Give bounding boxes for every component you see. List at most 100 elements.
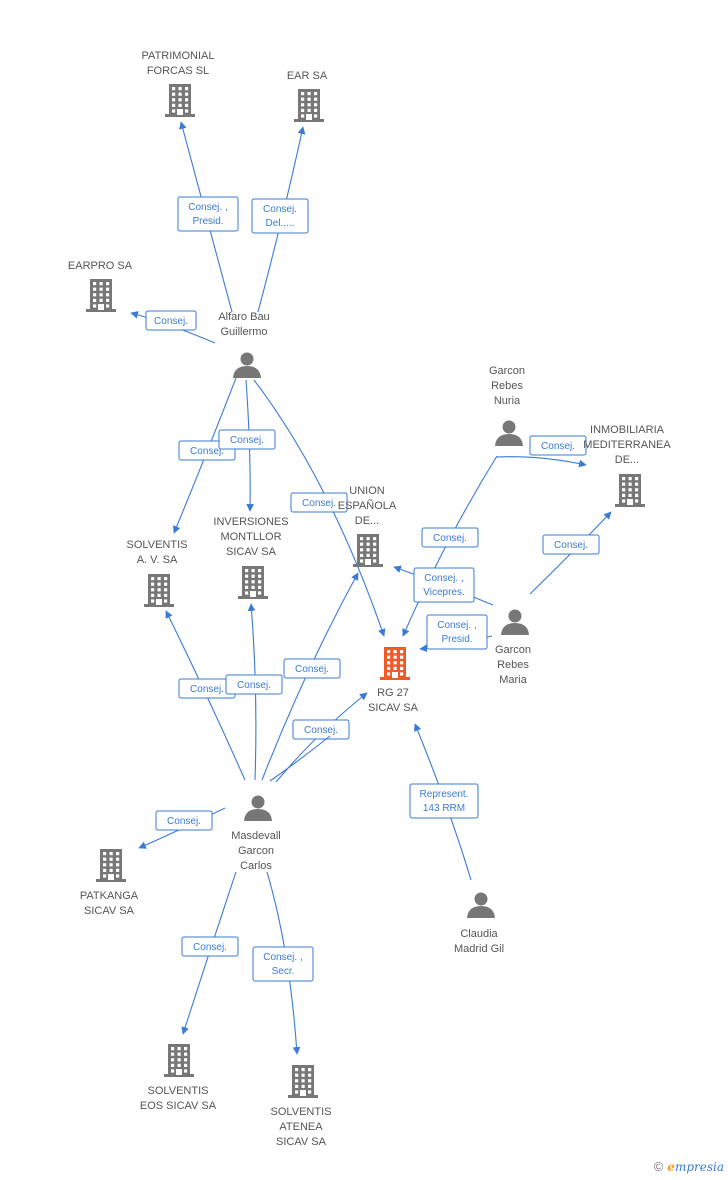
edge-label-box[interactable] (421, 527, 479, 548)
relationship-edge[interactable]: Consej. (495, 435, 587, 468)
building-icon (380, 647, 410, 680)
building-icon (144, 574, 174, 607)
edge-label-box[interactable] (145, 310, 197, 331)
edge-label-box[interactable] (290, 492, 348, 513)
edge-label-text: Consej. (167, 816, 201, 827)
edge-label-text: Consej. (554, 540, 588, 551)
edge-label-text: Presid. (441, 634, 472, 645)
relationship-edge[interactable]: Consej. (173, 377, 237, 534)
edge-label-box[interactable] (251, 198, 309, 234)
edge-label-text: Consej. , (188, 202, 227, 213)
edge-label-text: Consej. (237, 680, 271, 691)
relationship-edge[interactable]: Consej. (261, 572, 359, 781)
building-icon (288, 1065, 318, 1098)
relationship-edge[interactable]: Represent.143 RRM (409, 723, 479, 881)
node-label: EARPRO SA (68, 260, 133, 272)
person-icon (244, 795, 272, 821)
edge-label-box[interactable] (292, 719, 350, 740)
edge-label-text: Represent. (420, 789, 469, 800)
edge-label-text: Del.,... (266, 218, 295, 229)
node-label: SOLVENTIS (127, 539, 188, 551)
node-label: Carlos (240, 860, 272, 872)
edge-label-box[interactable] (155, 810, 213, 831)
node-label: INMOBILIARIA (590, 424, 665, 436)
person-icon (495, 420, 523, 446)
edge-label-box[interactable] (426, 614, 488, 650)
edge-label-box[interactable] (529, 435, 587, 456)
node-label: Maria (499, 674, 527, 686)
company-node[interactable]: INMOBILIARIAMEDITERRANEADE... (583, 424, 671, 507)
edge-label-box[interactable] (218, 429, 276, 450)
relationship-edge[interactable]: Consej. (130, 310, 216, 344)
edge-label-box[interactable] (252, 946, 314, 982)
copyright-symbol: © (653, 1159, 664, 1174)
node-label: EAR SA (287, 70, 328, 82)
edge-label-box[interactable] (413, 567, 475, 603)
person-icon (233, 352, 261, 378)
person-icon (467, 892, 495, 918)
building-icon (86, 279, 116, 312)
node-label: FORCAS SL (147, 65, 209, 77)
company-node[interactable]: EAR SA (287, 70, 328, 122)
edge-label-box[interactable] (409, 783, 479, 819)
node-label: Nuria (494, 395, 521, 407)
relationship-edge[interactable]: Consej. (218, 379, 276, 512)
relationship-edge[interactable]: Consej. (275, 692, 368, 783)
node-label: Garcon (238, 845, 274, 857)
relationship-edge[interactable]: Consej. (225, 603, 283, 781)
relationship-edge[interactable]: Consej. (529, 511, 612, 595)
edge-label-text: Consej. (230, 435, 264, 446)
edge-label-box[interactable] (283, 658, 341, 679)
relationship-edge[interactable]: Consej. ,Secr. (252, 871, 314, 1055)
relationship-edge[interactable]: Consej. ,Presid. (177, 121, 239, 313)
node-label: PATKANGA (80, 890, 139, 902)
edge-label-text: Consej. (302, 498, 336, 509)
edge-line (495, 456, 587, 468)
node-label: Rebes (497, 659, 529, 671)
relationship-edge[interactable] (269, 735, 331, 782)
relationship-edge[interactable]: Consej. ,Vicepres. (393, 565, 494, 606)
brand-name: mpresia (674, 1160, 724, 1174)
relationship-edge[interactable]: Consej. (402, 455, 498, 637)
node-label: ESPAÑOLA (338, 499, 397, 512)
node-label: RG 27 (377, 687, 409, 699)
node-label: Claudia (460, 928, 498, 940)
node-label: INVERSIONES (213, 516, 288, 528)
edge-label-box[interactable] (542, 534, 600, 555)
edge-label-box[interactable] (177, 196, 239, 232)
node-label: DE... (355, 515, 379, 527)
building-icon (615, 474, 645, 507)
node-label: Alfaro Bau (218, 311, 269, 323)
relationship-edge[interactable]: Consej. (138, 807, 226, 849)
edge-label-box[interactable] (181, 936, 239, 957)
node-label: DE... (615, 454, 639, 466)
company-node[interactable]: UNIONESPAÑOLADE... (338, 485, 397, 567)
node-label: SOLVENTIS (271, 1106, 332, 1118)
relationship-edge[interactable]: Consej. (165, 610, 246, 781)
relationship-edge[interactable]: Consej. (181, 871, 239, 1035)
company-node[interactable]: EARPRO SA (68, 260, 133, 312)
edge-label-text: Consej. (304, 725, 338, 736)
edge-label-text: Consej. (190, 446, 224, 457)
relationship-edge[interactable]: Consej. (253, 379, 386, 637)
relationship-edge[interactable]: Consej.Del.,... (251, 126, 309, 313)
edge-label-box[interactable] (225, 674, 283, 695)
edge-label-text: Vicepres. (423, 587, 465, 598)
relationship-edge[interactable]: Consej. ,Presid. (419, 614, 493, 653)
node-label: EOS SICAV SA (140, 1100, 217, 1112)
company-node[interactable]: RG 27 SICAV SA (368, 647, 419, 714)
node-label: SICAV SA (368, 702, 419, 714)
